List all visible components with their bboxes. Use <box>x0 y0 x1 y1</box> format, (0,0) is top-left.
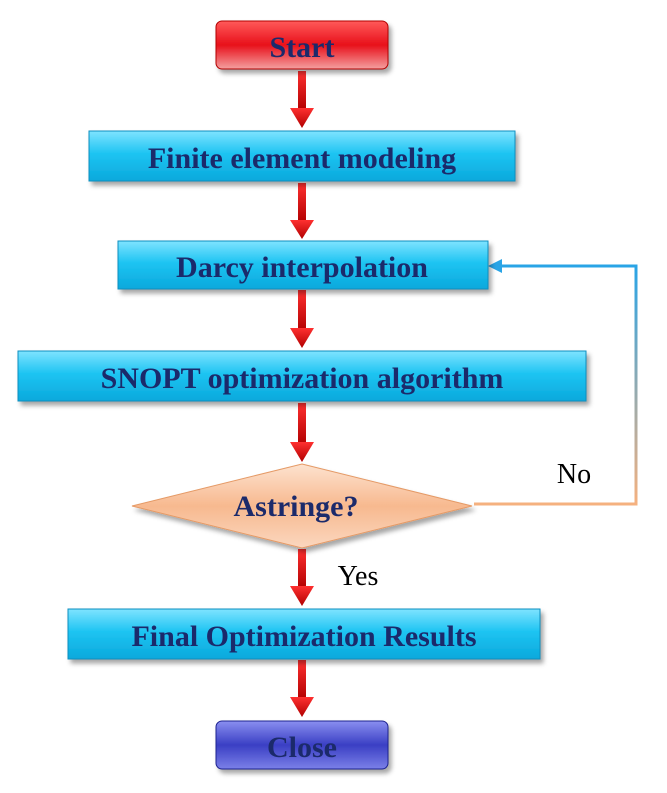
no-label: No <box>557 459 591 490</box>
arrow-decision-to-final <box>290 549 314 606</box>
darcy-node <box>117 240 489 290</box>
close-label: Close <box>267 731 337 764</box>
decision-node <box>131 463 473 549</box>
yes-label: Yes <box>338 561 379 592</box>
feedback-loop-arrow <box>474 259 638 506</box>
final-label: Final Optimization Results <box>131 620 476 653</box>
snopt-label: SNOPT optimization algorithm <box>101 362 504 395</box>
snopt-node <box>17 350 587 402</box>
fem-node <box>88 130 516 182</box>
arrow-final-to-close <box>290 660 314 717</box>
arrow-darcy-to-snopt <box>290 290 314 348</box>
fem-label: Finite element modeling <box>148 142 456 175</box>
close-node <box>215 720 389 770</box>
final-node <box>67 608 541 660</box>
decision-label: Astringe? <box>234 490 359 523</box>
start-node <box>215 20 389 70</box>
arrow-snopt-to-decision <box>290 403 314 462</box>
start-label: Start <box>270 31 335 64</box>
arrow-fem-to-darcy <box>290 183 314 239</box>
darcy-label: Darcy interpolation <box>176 251 428 284</box>
arrow-start-to-fem <box>290 71 314 128</box>
